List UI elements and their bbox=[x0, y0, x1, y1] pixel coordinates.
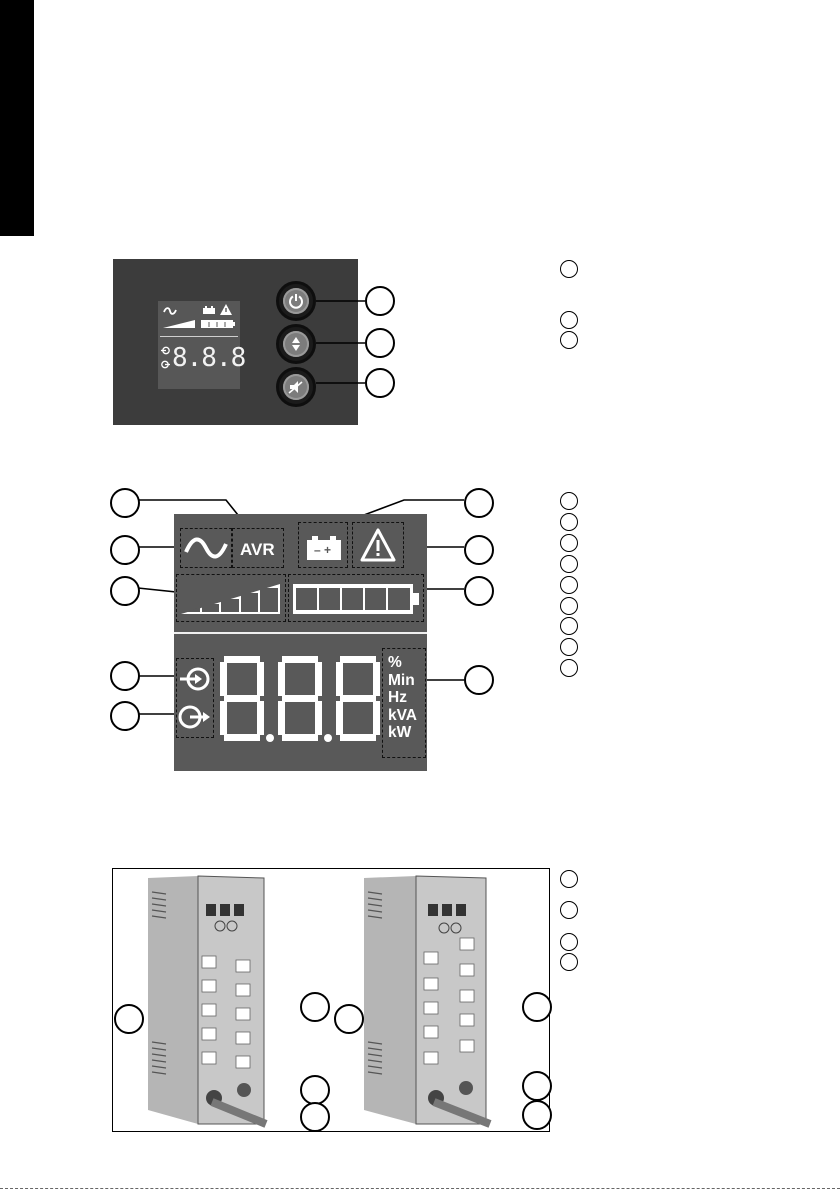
legend-marker bbox=[560, 576, 578, 594]
legend-marker bbox=[560, 331, 578, 349]
callout-s bbox=[300, 1102, 330, 1132]
callout-p bbox=[114, 1004, 144, 1034]
callout-1 bbox=[365, 286, 395, 316]
callout-u bbox=[522, 992, 552, 1022]
callout-q bbox=[300, 992, 330, 1022]
callout-d bbox=[110, 661, 140, 691]
callout-g bbox=[464, 535, 494, 565]
output-icon bbox=[178, 704, 210, 730]
legend-marker bbox=[560, 311, 578, 329]
legend-marker bbox=[560, 870, 578, 888]
callout-b bbox=[110, 535, 140, 565]
input-icon bbox=[180, 666, 210, 692]
legend-marker bbox=[560, 492, 578, 510]
unit-list: % Min Hz kVA kW bbox=[388, 654, 417, 742]
unit-percent: % bbox=[388, 654, 417, 672]
ups-rear-unit bbox=[140, 874, 270, 1130]
callout-e bbox=[110, 701, 140, 731]
warning-icon bbox=[360, 528, 396, 562]
battery-level-bar bbox=[292, 582, 422, 616]
legend-marker bbox=[560, 638, 578, 656]
legend-marker bbox=[560, 260, 578, 278]
battery-terminal-label: – + bbox=[314, 543, 331, 557]
callout-f bbox=[464, 488, 494, 518]
avr-label: AVR bbox=[240, 540, 275, 560]
digit-readout bbox=[218, 654, 382, 746]
unit-min: Min bbox=[388, 672, 417, 690]
callout-c bbox=[110, 576, 140, 606]
unit-hz: Hz bbox=[388, 689, 417, 707]
page-edge bbox=[0, 1188, 840, 1189]
callout-2 bbox=[365, 328, 395, 358]
legend-marker bbox=[560, 555, 578, 573]
sine-wave-icon bbox=[184, 534, 228, 562]
callout-r bbox=[300, 1075, 330, 1105]
callout-i bbox=[464, 665, 494, 695]
ups-rear-unit bbox=[356, 874, 496, 1130]
legend-marker bbox=[560, 534, 578, 552]
legend-marker bbox=[560, 617, 578, 635]
callout-a bbox=[110, 488, 140, 518]
callout-t bbox=[334, 1004, 364, 1034]
unit-kw: kW bbox=[388, 724, 417, 742]
lcd-display: AVR – + bbox=[174, 514, 427, 771]
legend-marker bbox=[560, 597, 578, 615]
callout-v bbox=[522, 1071, 552, 1101]
legend-marker bbox=[560, 933, 578, 951]
legend-marker bbox=[560, 953, 578, 971]
battery-icon: – + bbox=[305, 534, 343, 562]
load-level-bar bbox=[180, 582, 282, 616]
callout-3 bbox=[365, 368, 395, 398]
legend-marker bbox=[560, 901, 578, 919]
callout-w bbox=[522, 1100, 552, 1130]
divider bbox=[174, 632, 427, 634]
unit-kva: kVA bbox=[388, 707, 417, 725]
legend-marker bbox=[560, 513, 578, 531]
legend-marker bbox=[560, 659, 578, 677]
callout-h bbox=[464, 576, 494, 606]
